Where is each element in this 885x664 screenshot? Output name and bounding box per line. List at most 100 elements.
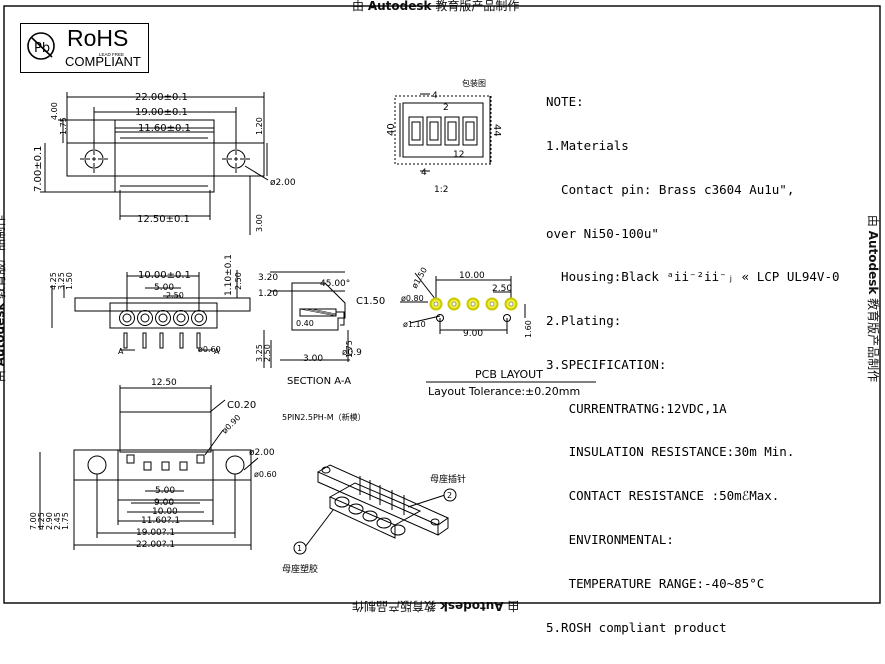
pkg-dim-12: 12 bbox=[453, 150, 464, 160]
bottom-view bbox=[39, 385, 259, 550]
bot-dim-10: 10.00 bbox=[152, 507, 178, 517]
callout-1-label: 1 bbox=[297, 544, 302, 553]
package-scale: 1:2 bbox=[434, 185, 448, 195]
drawing-svg: 22.00±0.1 19.00±0.1 11.60±0.1 12.50±0.1 … bbox=[3, 5, 881, 604]
bot-dim-dia-0-9: ø0.90 bbox=[220, 413, 242, 435]
bot-dim-11-6: 11.60?.1 bbox=[141, 516, 180, 526]
part-name: 5PIN2.5PH-M（新模） bbox=[282, 412, 366, 422]
bot-dim-5: 5.00 bbox=[155, 486, 175, 496]
sec-dim-0-4: 0.40 bbox=[296, 319, 314, 328]
rohs-badge: Pb RoHS LEAD FREE COMPLIANT bbox=[20, 23, 149, 73]
pkg-dim-2: 2 bbox=[443, 103, 449, 113]
bot-dim-2-9: 2.90 bbox=[45, 512, 54, 530]
front-dim-10: 10.00±0.1 bbox=[138, 270, 191, 281]
bot-dim-22: 22.00?.1 bbox=[136, 540, 175, 550]
sec-dim-dia-0-9: ø0.9 bbox=[342, 348, 362, 358]
note-line: TEMPERATURE RANGE:-40~85°C bbox=[546, 575, 765, 591]
note-line: INSULATION RESISTANCE:30m Min. bbox=[546, 444, 795, 460]
dim-4: 4.00 bbox=[50, 102, 59, 120]
front-dim-2-5b: 2.50 bbox=[234, 272, 243, 290]
sec-dim-2-5: 2.50 bbox=[263, 344, 272, 362]
pcb-dim-dia-1-1: ø1.10 bbox=[403, 320, 426, 329]
sec-dim-3-2: 3.20 bbox=[258, 273, 278, 283]
pcb-tolerance: Layout Tolerance:±0.20mm bbox=[428, 385, 580, 398]
front-dim-3-25: 3.25 bbox=[57, 272, 66, 290]
bot-dim-19: 19.00?.1 bbox=[136, 528, 175, 538]
dim-1-75: 1.75 bbox=[59, 117, 68, 135]
pkg-dim-44: 44 bbox=[491, 124, 502, 137]
label-body: 母座塑胶 bbox=[282, 563, 318, 575]
bot-dim-9: 9.00 bbox=[154, 498, 174, 508]
sec-dim-3-25: 3.25 bbox=[255, 344, 264, 362]
pkg-dim-4: 4 bbox=[432, 91, 438, 101]
dim-11-6: 11.60±0.1 bbox=[138, 123, 191, 134]
section-mark-a-left: A bbox=[118, 347, 124, 356]
front-dim-2-5: 2.50 bbox=[166, 291, 184, 300]
sheet-frame bbox=[3, 5, 881, 604]
dim-1-2: 1.20 bbox=[255, 117, 264, 135]
rohs-compliant: COMPLIANT bbox=[65, 54, 141, 69]
note-line: Contact pin: Brass c3604 Au1u", bbox=[546, 181, 795, 197]
dim-12-5: 12.50±0.1 bbox=[137, 214, 190, 225]
isometric-view bbox=[304, 464, 450, 548]
front-view bbox=[51, 270, 251, 351]
lead-free-logo-letters: Pb bbox=[34, 41, 50, 56]
callout-1 bbox=[293, 541, 307, 555]
pkg-dim-4b: 4 bbox=[421, 168, 427, 178]
section-mark-a-right: A bbox=[214, 347, 220, 356]
pkg-dim-40: 40 bbox=[386, 123, 397, 136]
note-line: over Ni50-100u" bbox=[546, 225, 659, 241]
pcb-peg-hole bbox=[436, 314, 444, 322]
front-dim-dia-0-6: ø0.60 bbox=[198, 345, 221, 354]
lead-free-icon: Pb bbox=[27, 32, 55, 60]
callout-2 bbox=[443, 488, 457, 502]
front-dim-5: 5.00 bbox=[154, 283, 174, 293]
sec-dim-c1-5: C1.50 bbox=[356, 296, 385, 307]
notes-block: NOTE: 1.Materials Contact pin: Brass c36… bbox=[546, 66, 840, 664]
dim-dia-2: ø2.00 bbox=[270, 178, 296, 188]
bot-dim-2-45: 2.45 bbox=[53, 512, 62, 530]
pcb-dim-10: 10.00 bbox=[459, 271, 485, 281]
section-title: SECTION A-A bbox=[287, 376, 351, 387]
sec-dim-45: 45.00° bbox=[320, 279, 350, 289]
note-line: NOTE: bbox=[546, 94, 584, 110]
drawing-sheet: 由 Autodesk 教育版产品制作 由 Autodesk 教育版产品制作 由 … bbox=[0, 0, 881, 634]
rohs-title: RoHS bbox=[67, 25, 129, 51]
note-line: 1.Materials bbox=[546, 137, 629, 153]
pcb-title: PCB LAYOUT bbox=[475, 368, 543, 381]
dim-22: 22.00±0.1 bbox=[135, 92, 188, 103]
note-line: 5.ROSH compliant product bbox=[546, 619, 727, 635]
pcb-peg-hole bbox=[503, 314, 511, 322]
note-line: 3.SPECIFICATION: bbox=[546, 356, 667, 372]
bot-dim-7: 7.00 bbox=[29, 512, 38, 530]
front-dim-1-1: 1.10±0.1 bbox=[224, 254, 234, 296]
note-line: ENVIRONMENTAL: bbox=[546, 532, 674, 547]
dim-7: 7.00±0.1 bbox=[33, 145, 44, 192]
bot-dim-c0-2: C0.20 bbox=[227, 400, 256, 411]
bot-dim-12-5: 12.50 bbox=[151, 378, 177, 388]
top-view bbox=[40, 92, 269, 235]
pcb-dim-dia-1-5: ø1.50 bbox=[410, 266, 429, 290]
package-view bbox=[394, 93, 492, 172]
bot-dim-dia-0-6: ø0.60 bbox=[254, 470, 277, 479]
pcb-dim-dia-0-8: ø0.80 bbox=[401, 294, 424, 303]
dim-19: 19.00±0.1 bbox=[135, 107, 188, 118]
note-line: CURRENTRATNG:12VDC,1A bbox=[546, 400, 727, 416]
sec-dim-1-2: 1.20 bbox=[258, 289, 278, 299]
bot-dim-dia-2: ø2.00 bbox=[249, 448, 275, 458]
package-title: 包装图 bbox=[462, 78, 486, 88]
callout-2-label: 2 bbox=[447, 491, 452, 500]
label-pin: 母座插针 bbox=[430, 473, 466, 485]
note-line: Housing:Black ᵃii⁻²ii⁻ⱼ « LCP UL94V-0 bbox=[546, 269, 840, 285]
pcb-layout bbox=[400, 272, 596, 383]
bot-dim-4-25: 4.25 bbox=[37, 512, 46, 530]
section-view bbox=[263, 271, 350, 368]
front-dim-4-25: 4.25 bbox=[49, 272, 58, 290]
note-line: 2.Plating: bbox=[546, 313, 622, 329]
pcb-dim-1-6: 1.60 bbox=[524, 320, 533, 338]
sec-dim-3: 3.00 bbox=[303, 354, 323, 364]
dim-3: 3.00 bbox=[255, 214, 264, 232]
bot-dim-1-75: 1.75 bbox=[61, 512, 70, 530]
front-dim-1-5: 1.50 bbox=[65, 272, 74, 290]
note-line: CONTACT RESISTANCE :50mℰMax. bbox=[546, 488, 780, 504]
